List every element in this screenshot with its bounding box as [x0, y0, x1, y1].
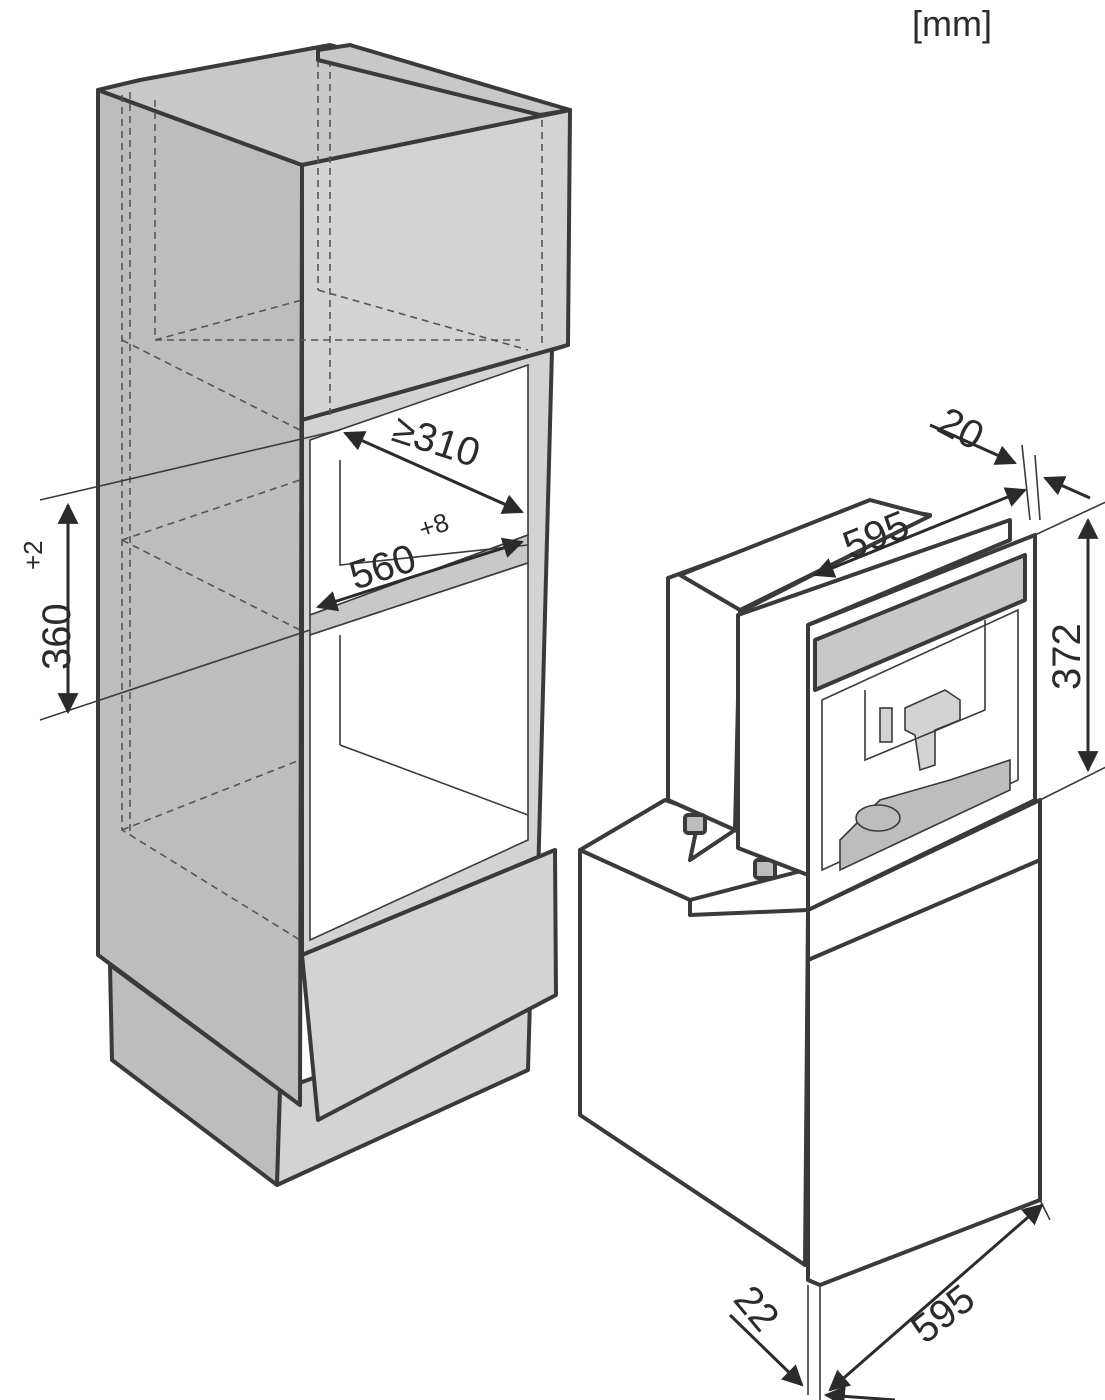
dispenser-spout	[904, 689, 961, 772]
tall-cabinet	[96, 43, 572, 1187]
drip-tray-button	[855, 804, 901, 832]
drip-tray	[839, 758, 1011, 872]
dim-arrow-width	[315, 537, 525, 612]
hidden-lines	[121, 60, 543, 941]
control-strip	[813, 553, 1027, 692]
svg-text:+2: +2	[18, 540, 48, 570]
top-offset-label: 20	[931, 399, 991, 459]
cabinet-top-notch	[316, 43, 572, 117]
dim-arrow-depth	[343, 431, 524, 514]
support-box-left	[578, 848, 810, 1267]
cabinet-side-panel	[96, 88, 304, 1107]
front-offset-label: 22	[725, 1278, 787, 1340]
appliance-assembly	[578, 498, 1042, 1287]
appliance-height-label: 372	[1045, 623, 1089, 690]
lower-width-label: 595	[903, 1276, 983, 1352]
oven-interior-edge	[339, 744, 529, 816]
water-level-indicator	[879, 707, 893, 743]
lower-drawer-front	[300, 848, 558, 1122]
niche-height-label: 360 +2	[18, 540, 79, 670]
svg-text:360: 360	[35, 603, 79, 670]
unit-label: [mm]	[912, 3, 992, 44]
appliance-foot	[683, 813, 707, 835]
